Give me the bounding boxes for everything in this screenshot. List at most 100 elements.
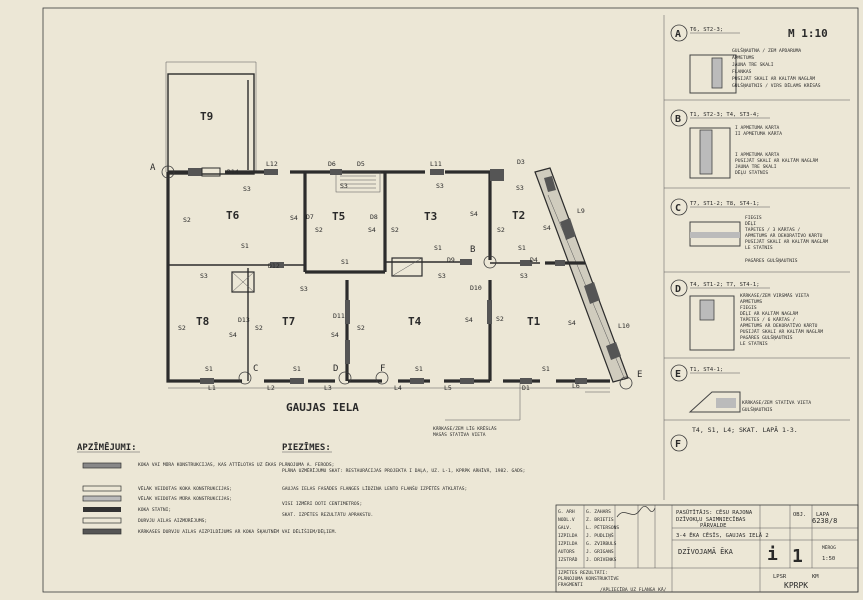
section-mark-e (619, 376, 633, 390)
svg-text:S2: S2 (178, 324, 186, 332)
mark-c: C (253, 364, 258, 374)
svg-text:KĀRKASES DURVJU AILAS AIZPILDĪ: KĀRKASES DURVJU AILAS AIZPILDĪJUMS AR KO… (138, 528, 337, 535)
svg-text:PASŪTĪTĀJS: CĒSU RAJONA: PASŪTĪTĀJS: CĒSU RAJONA (676, 509, 753, 516)
svg-text:1: 1 (792, 546, 803, 567)
svg-text:PLĀNOJUMA KONSTRUKTĪVE: PLĀNOJUMA KONSTRUKTĪVE (558, 575, 619, 582)
svg-text:DURVJU AILAS AIZMŪRĒJUMS;: DURVJU AILAS AIZMŪRĒJUMS; (138, 517, 207, 524)
svg-text:D1: D1 (522, 384, 530, 392)
detail-f: F T4, S1, L4; SKAT. LAPĀ 1-3. (670, 425, 798, 452)
svg-text:S4: S4 (465, 316, 473, 324)
svg-text:S1: S1 (415, 365, 423, 373)
svg-text:S4: S4 (368, 226, 376, 234)
detail-a: A T6, ST2-3; GULŠŅAUTNA / ZEM APDARUMA A… (670, 24, 821, 94)
svg-text:S4: S4 (543, 224, 551, 232)
svg-text:B: B (675, 114, 681, 125)
svg-text:APMETUMS: APMETUMS (740, 299, 762, 305)
mark-f: F (380, 364, 385, 374)
section-mark-d (338, 371, 352, 385)
svg-text:SKAT. IZPĒTES REZULTĀTU APRAKS: SKAT. IZPĒTES REZULTĀTU APRAKSTU. (282, 511, 373, 518)
svg-text:I APMETUMA KĀRTA: I APMETUMA KĀRTA (735, 124, 779, 131)
mark-a: A (150, 163, 156, 173)
svg-text:DĒĻI: DĒĻI (745, 220, 756, 227)
svg-text:E: E (675, 369, 681, 380)
svg-text:DZĪVOJAMĀ ĒKA: DZĪVOJAMĀ ĒKA (678, 547, 734, 556)
svg-text:G. ARH: G. ARH (558, 509, 575, 515)
svg-text:S2: S2 (183, 216, 191, 224)
mark-d: D (333, 364, 338, 374)
svg-text:S1: S1 (542, 365, 550, 373)
svg-text:PAGĀRES GULŠŅAUTNIS: PAGĀRES GULŠŅAUTNIS (740, 334, 793, 341)
svg-text:S1: S1 (241, 242, 249, 250)
callout-line-1: KĀRKASE/ZEM LĪG KRĒSLĀS (433, 425, 497, 432)
svg-text:D13: D13 (238, 316, 250, 324)
svg-text:PAGĀRES GULŠŅAUTNIS: PAGĀRES GULŠŅAUTNIS (745, 257, 798, 264)
svg-text:L5: L5 (444, 384, 452, 392)
svg-text:G. ZAHARS: G. ZAHARS (586, 509, 611, 515)
svg-text:D9: D9 (447, 256, 455, 264)
svg-text:D12: D12 (268, 262, 280, 270)
detail-c: C T7, ST1-2; T8, ST4-1; FIEGIS DĒĻI TAPE… (670, 198, 828, 264)
scale-label: M 1:10 (788, 27, 828, 40)
svg-text:L12: L12 (266, 160, 278, 168)
svg-text:i: i (767, 544, 778, 565)
svg-text:S3: S3 (340, 182, 348, 190)
svg-text:KPRPK: KPRPK (784, 581, 808, 590)
svg-text:S3: S3 (243, 185, 251, 193)
svg-text:L11: L11 (430, 160, 442, 168)
svg-text:G. ZVIRBULS: G. ZVIRBULS (586, 541, 617, 547)
svg-text:PUSIJĀT SKALI AR KALTĀM NAGLĀM: PUSIJĀT SKALI AR KALTĀM NAGLĀM (735, 157, 818, 164)
svg-text:FLANKAS: FLANKAS (732, 69, 752, 75)
svg-text:APMETUMS: APMETUMS (732, 55, 754, 61)
svg-text:D3: D3 (517, 158, 525, 166)
svg-text:S4: S4 (470, 210, 478, 218)
svg-text:T1, ST2-3; T4, ST3-4;: T1, ST2-3; T4, ST3-4; (690, 112, 760, 118)
room-t1: T1 (527, 315, 541, 328)
svg-text:T4, ST1-2; T7, ST4-1;: T4, ST1-2; T7, ST4-1; (690, 282, 760, 288)
svg-text:TAPETES / 6 KĀRTAS /: TAPETES / 6 KĀRTAS / (740, 316, 796, 323)
svg-text:GAUJAS IELAS FASĀDES FLANGES L: GAUJAS IELAS FASĀDES FLANGES LĪDZINA LEN… (282, 485, 467, 492)
svg-text:MĒROG: MĒROG (822, 544, 836, 551)
svg-text:NODL.V: NODL.V (558, 517, 575, 523)
svg-text:IZPILDA: IZPILDA (558, 541, 578, 547)
svg-text:S2: S2 (315, 226, 323, 234)
svg-text:L1: L1 (208, 384, 216, 392)
svg-text:D: D (675, 284, 681, 295)
section-mark-b (483, 255, 497, 269)
svg-text:S4: S4 (568, 319, 576, 327)
svg-text:IZPILDA: IZPILDA (558, 533, 578, 539)
svg-text:S3: S3 (436, 182, 444, 190)
svg-text:GULŠŅAUTNIS / VIRS DĒLAMS KRĒS: GULŠŅAUTNIS / VIRS DĒLAMS KRĒSĀS (732, 82, 821, 89)
svg-text:GALV.: GALV. (558, 525, 572, 531)
svg-text:OBJ.: OBJ. (793, 512, 806, 518)
svg-text:3-4 ĒKA CĒSĪS, GAUJAS IELĀ 2: 3-4 ĒKA CĒSĪS, GAUJAS IELĀ 2 (676, 532, 769, 539)
detail-b: B T1, ST2-3; T4, ST3-4; I APMETUMA KĀRTA… (670, 109, 818, 179)
svg-text:VĒLĀK VEIDOTAS KOKA KONSTRUKCI: VĒLĀK VEIDOTAS KOKA KONSTRUKCIJAS; (138, 485, 232, 492)
svg-text:FRAGMENTI: FRAGMENTI (558, 582, 583, 588)
svg-text:S1: S1 (518, 244, 526, 252)
svg-text:D5: D5 (357, 160, 365, 168)
svg-text:T6, ST2-3;: T6, ST2-3; (690, 27, 723, 33)
svg-text:JAUNA TRE SKALI: JAUNA TRE SKALI (735, 164, 777, 170)
svg-text:F: F (675, 439, 681, 450)
svg-text:AUTORS: AUTORS (558, 549, 575, 555)
svg-text:S2: S2 (496, 315, 504, 323)
svg-text:S1: S1 (293, 365, 301, 373)
svg-text:D14: D14 (227, 168, 239, 176)
svg-text:S3: S3 (438, 272, 446, 280)
sheet-border (42, 7, 859, 593)
svg-text:T7, ST1-2; T8, ST4-1;: T7, ST1-2; T8, ST4-1; (690, 201, 760, 207)
svg-text:LE STATNIS: LE STATNIS (740, 341, 768, 347)
svg-text:S1: S1 (205, 365, 213, 373)
svg-text:1:50: 1:50 (822, 556, 835, 562)
svg-text:J. GRIGANS: J. GRIGANS (586, 549, 614, 555)
callout-line-2: MASĀS STATĪVA VIETA (433, 431, 486, 438)
room-t7: T7 (282, 315, 295, 328)
svg-text:LAPA: LAPA (816, 512, 830, 518)
svg-text:L. PĒTERSONS: L. PĒTERSONS (586, 524, 619, 531)
legend: APZĪMĒJUMI: KOKA VAI MŪRA KONSTRUKCIJAS,… (77, 442, 337, 535)
room-t4: T4 (408, 315, 422, 328)
signature (616, 505, 656, 518)
svg-text:LPSR: LPSR (773, 574, 787, 580)
street-name: GAUJAS IELA (286, 401, 359, 414)
svg-text:D7: D7 (306, 213, 314, 221)
